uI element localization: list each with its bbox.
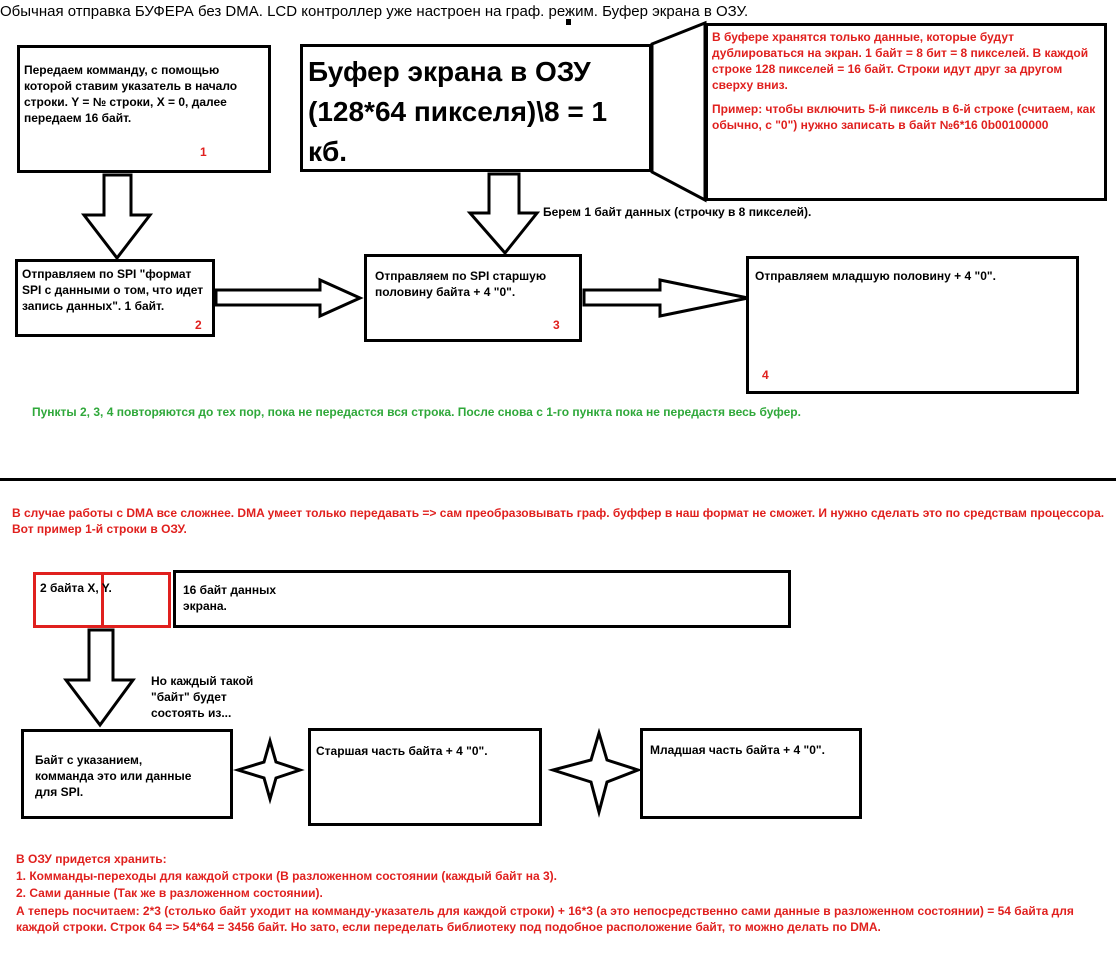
- part-c-text: Младшая часть байта + 4 "0".: [650, 743, 825, 757]
- row-xy-divider: [101, 572, 104, 628]
- section-divider: [0, 478, 1116, 481]
- each-byte-label: Но каждый такой "байт" будет состоять из…: [151, 674, 254, 720]
- buffer-note-text-1: В буфере хранятся только данные, которые…: [712, 30, 1089, 92]
- step-2-box: [15, 259, 215, 337]
- arrow-right-3-to-4: [582, 278, 749, 318]
- take-byte-label: Берем 1 байт данных (строчку в 8 пикселе…: [543, 205, 812, 219]
- arrow-down-1-to-2: [80, 173, 154, 261]
- step-4-number: 4: [762, 368, 769, 382]
- step-2-number: 2: [195, 318, 202, 332]
- step-4-box: [746, 256, 1079, 394]
- arrow-down-buffer-to-3: [466, 172, 541, 256]
- step-3-box: [364, 254, 582, 342]
- step-4-text: Отправляем младшую половину + 4 "0".: [755, 269, 996, 283]
- buffer-title: Буфер экрана в ОЗУ (128*64 пикселя)\8 = …: [308, 56, 608, 167]
- part-c-box: [640, 728, 862, 819]
- row-data-label: 16 байт данных экрана.: [183, 583, 277, 613]
- row-xy-label: 2 байта X, Y.: [40, 581, 112, 595]
- ram-store-title: В ОЗУ придется хранить:: [16, 852, 167, 866]
- title-dot: [566, 19, 571, 25]
- step-1-text: Передаем комманду, с помощью которой ста…: [24, 63, 238, 125]
- part-b-text: Старшая часть байта + 4 "0".: [316, 744, 488, 758]
- part-b-box: [308, 728, 542, 826]
- repeat-note: Пункты 2, 3, 4 повторяются до тех пор, п…: [32, 405, 801, 419]
- ram-store-item-2: 2. Сами данные (Так же в разложенном сос…: [16, 886, 323, 900]
- step-1-number: 1: [200, 145, 207, 159]
- dma-intro: В случае работы с DMA все сложнее. DMA у…: [12, 506, 1105, 536]
- step-1-box: [17, 45, 271, 173]
- star-connector-b-c: [547, 727, 643, 818]
- part-a-text: Байт с указанием, комманда это или данны…: [35, 753, 192, 799]
- step-3-number: 3: [553, 318, 560, 332]
- part-a-box: [21, 729, 233, 819]
- arrow-down-row-to-parts: [62, 628, 136, 728]
- step-2-text: Отправляем по SPI "формат SPI с данными …: [22, 267, 204, 313]
- ram-store-calc: А теперь посчитаем: 2*3 (столько байт ух…: [16, 904, 1074, 934]
- row-data-box: [173, 570, 791, 628]
- arrow-right-2-to-3: [214, 277, 364, 319]
- star-connector-a-b: [232, 735, 305, 805]
- page-title: Обычная отправка БУФЕРА без DMA. LCD кон…: [0, 3, 749, 20]
- ram-store-item-1: 1. Комманды-переходы для каждой строки (…: [16, 869, 558, 883]
- step-3-text: Отправляем по SPI старшую половину байта…: [375, 269, 547, 299]
- buffer-note-text-2: Пример: чтобы включить 5-й пиксель в 6-й…: [712, 102, 1096, 132]
- callout-connector: [650, 20, 707, 203]
